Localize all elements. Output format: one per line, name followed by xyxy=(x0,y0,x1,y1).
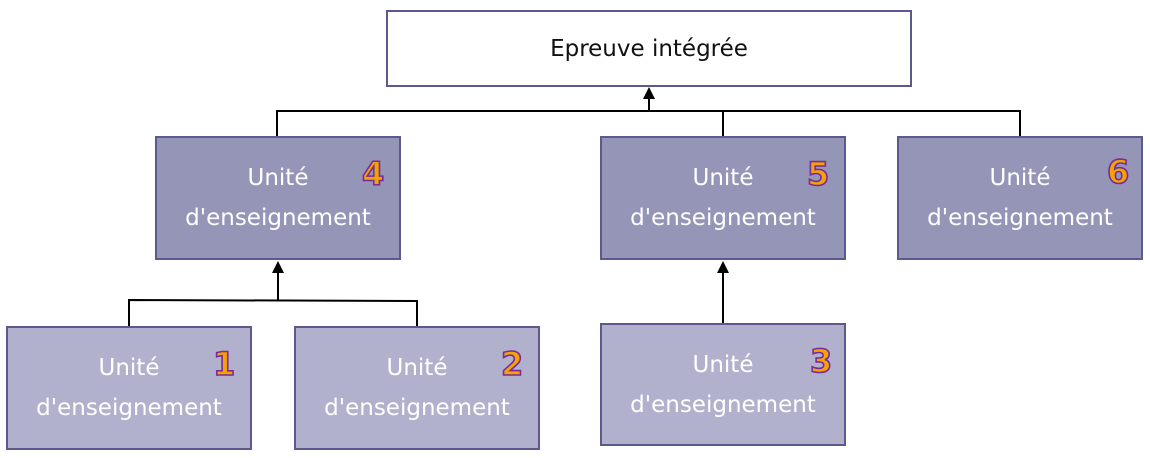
unit-node-5: Unité d'enseignement 5 xyxy=(600,136,846,260)
unit-5-number-badge: 5 xyxy=(806,155,830,193)
unit-node-3: Unité d'enseignement 3 xyxy=(600,323,846,446)
root-node: Epreuve intégrée xyxy=(386,10,912,87)
unit-4-line2: d'enseignement xyxy=(185,205,371,231)
unit-3-line1: Unité xyxy=(692,352,754,378)
unit-6-number-badge: 6 xyxy=(1106,153,1130,191)
unit-6-line1: Unité xyxy=(989,165,1051,191)
unit-3-line2: d'enseignement xyxy=(630,392,816,418)
unit-2-line1: Unité xyxy=(386,355,448,381)
unit-node-1: Unité d'enseignement 1 xyxy=(6,326,252,450)
unit-4-line1: Unité xyxy=(247,165,309,191)
unit-node-6: Unité d'enseignement 6 xyxy=(897,136,1143,260)
unit-5-line2: d'enseignement xyxy=(630,205,816,231)
arrowhead-unit-5 xyxy=(717,261,729,273)
connector-to-root xyxy=(276,96,1021,136)
unit-3-number-badge: 3 xyxy=(809,342,833,380)
connector-to-unit-4 xyxy=(128,270,418,326)
unit-6-line2: d'enseignement xyxy=(927,205,1113,231)
unit-1-line1: Unité xyxy=(98,355,160,381)
unit-5-line1: Unité xyxy=(692,165,754,191)
unit-node-4: Unité d'enseignement 4 xyxy=(155,136,401,260)
unit-1-number-badge: 1 xyxy=(212,345,236,383)
unit-2-line2: d'enseignement xyxy=(324,395,510,421)
unit-4-number-badge: 4 xyxy=(361,155,385,193)
root-label: Epreuve intégrée xyxy=(550,35,748,62)
unit-2-number-badge: 2 xyxy=(500,345,524,383)
arrowhead-unit-4 xyxy=(272,261,284,273)
unit-node-2: Unité d'enseignement 2 xyxy=(294,326,540,450)
unit-1-line2: d'enseignement xyxy=(36,395,222,421)
arrowhead-root xyxy=(643,87,655,99)
